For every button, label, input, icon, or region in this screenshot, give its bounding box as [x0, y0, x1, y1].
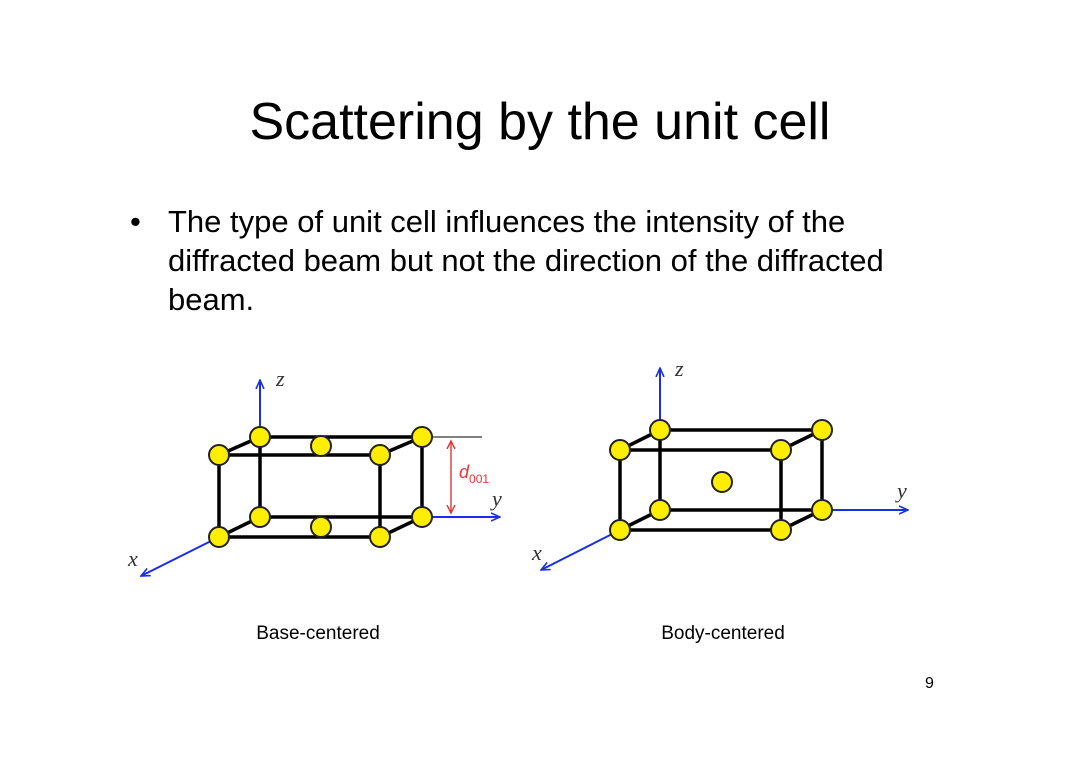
page-number: 9	[925, 675, 934, 692]
z-axis-label: z	[275, 366, 285, 391]
x-axis-label: x	[531, 540, 542, 565]
atom-corner	[369, 526, 391, 548]
atom-corner	[649, 499, 671, 521]
atoms	[609, 419, 833, 541]
atom-corner	[411, 506, 433, 528]
atom-corner	[770, 439, 792, 461]
atom-corner	[811, 499, 833, 521]
atom-corner	[208, 444, 230, 466]
atoms	[208, 426, 433, 548]
x-axis-label: x	[127, 546, 138, 571]
y-axis-label: y	[895, 478, 907, 503]
x-axis	[541, 529, 621, 571]
y-axis-label: y	[490, 486, 502, 511]
atom-face-center	[310, 516, 332, 538]
z-axis-label: z	[674, 356, 684, 381]
x-axis	[141, 536, 220, 577]
atom-corner	[411, 426, 433, 448]
atom-corner	[609, 519, 631, 541]
atom-face-center	[310, 435, 332, 457]
atom-corner	[249, 506, 271, 528]
d001-label: d001	[459, 462, 489, 486]
atom-corner	[609, 439, 631, 461]
caption-body-centered: Body-centered	[661, 623, 785, 644]
atom-corner	[649, 419, 671, 441]
atom-corner	[811, 419, 833, 441]
caption-base-centered: Base-centered	[256, 623, 380, 644]
atom-corner	[369, 444, 391, 466]
atom-corner	[249, 426, 271, 448]
bullet-item: • The type of unit cell influences the i…	[130, 202, 930, 319]
base-centered-cell: z y x d001	[127, 366, 502, 577]
bullet-text: The type of unit cell influences the int…	[168, 204, 884, 317]
atom-body-center	[711, 471, 733, 493]
atom-corner	[770, 519, 792, 541]
slide-title: Scattering by the unit cell	[249, 93, 831, 151]
body-centered-cell: z y x	[531, 356, 908, 571]
bullet-marker: •	[130, 204, 141, 239]
atom-corner	[208, 526, 230, 548]
